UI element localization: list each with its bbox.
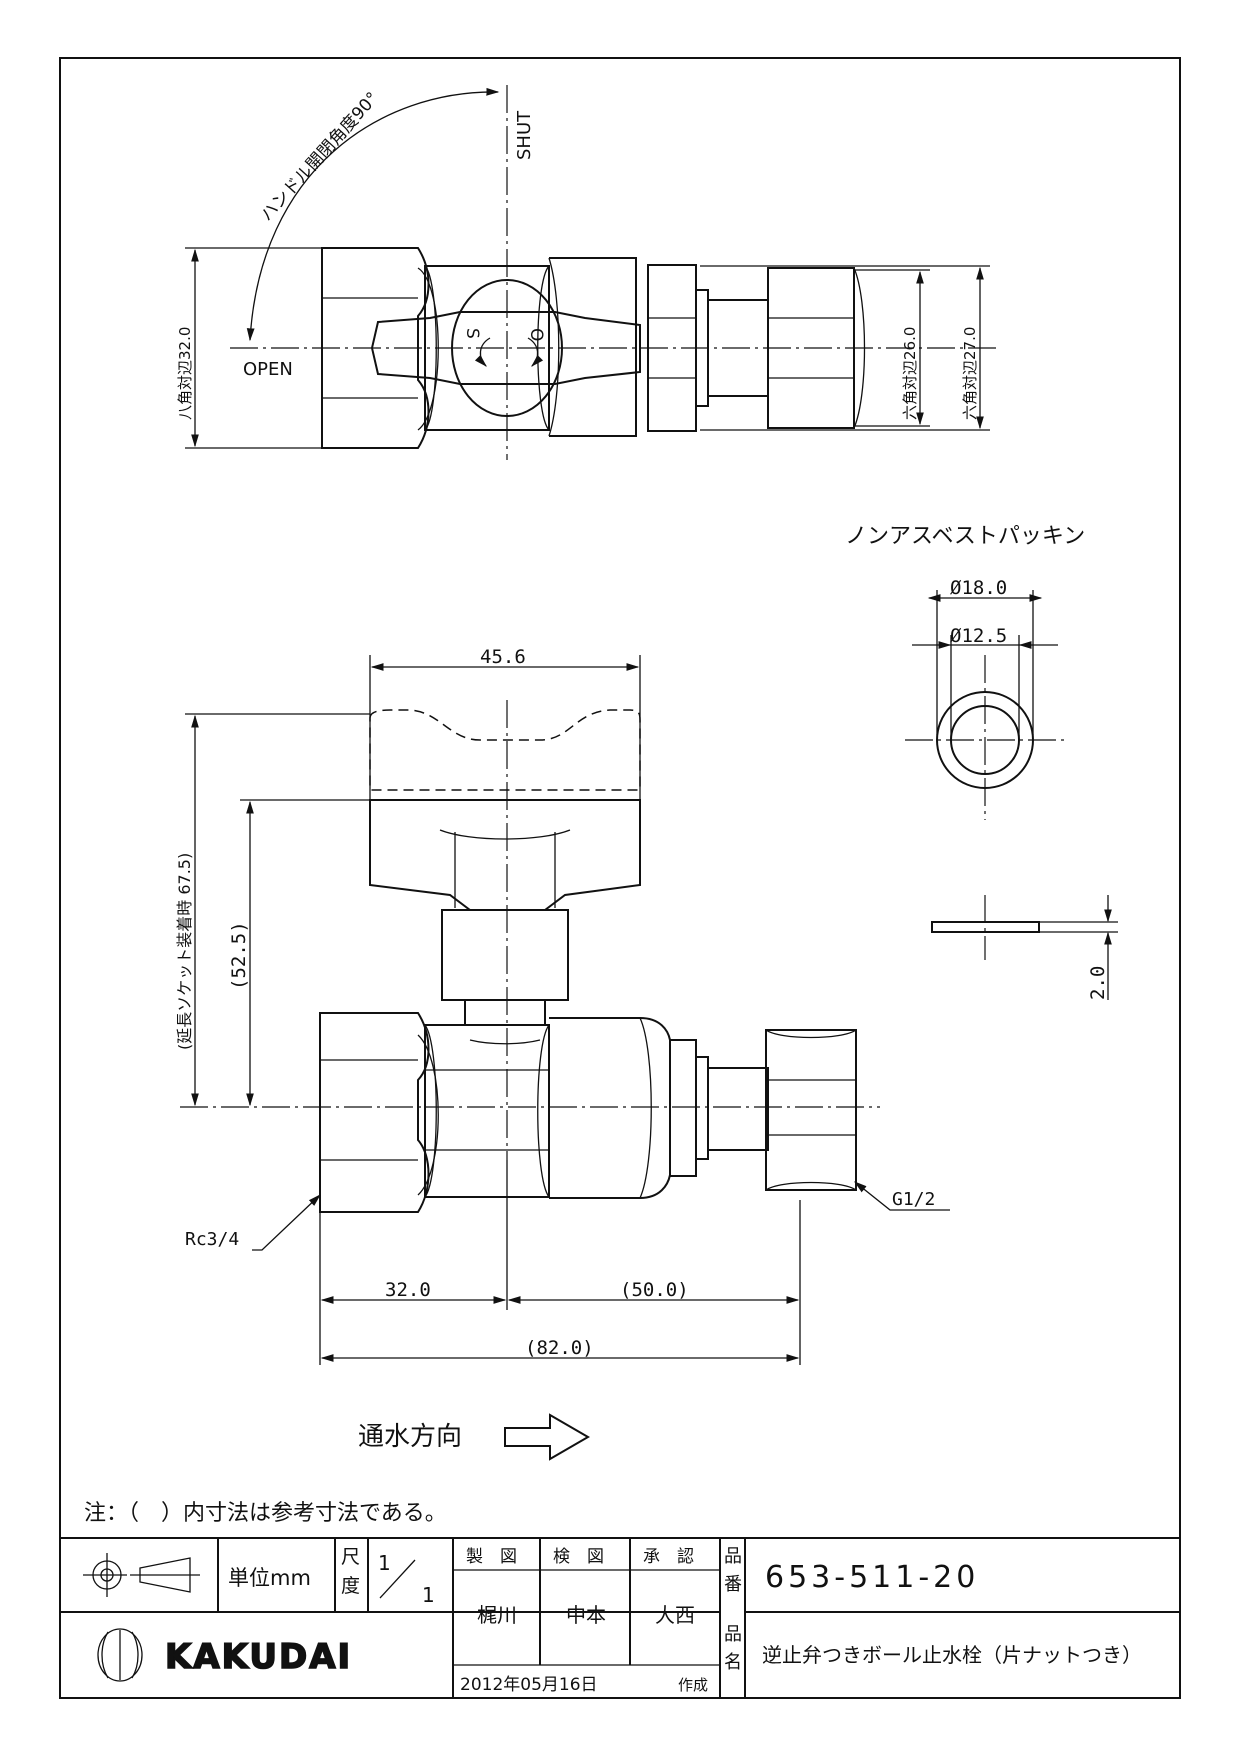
date-text: 2012年05月16日 <box>460 1675 598 1695</box>
product-name: 逆止弁つきボール止水栓（片ナットつき） <box>762 1643 1142 1667</box>
drawing-frame <box>59 57 1181 1699</box>
note-text: 注：（ ）内寸法は参考寸法である。 <box>84 1501 447 1526</box>
name-label-2: 名 <box>724 1652 742 1673</box>
height-ext-dim-text: (延長ソケット装着時 67.5) <box>175 853 194 1050</box>
flow-direction-label: 通水方向 <box>358 1422 462 1452</box>
valve-body-top <box>424 257 866 437</box>
part-number: 653-511-20 <box>765 1560 979 1595</box>
kakudai-logo-icon <box>97 1628 143 1682</box>
handle-lever <box>370 279 641 417</box>
checked-by: 中本 <box>566 1603 606 1627</box>
name-label-1: 品 <box>724 1624 742 1645</box>
scale-numerator: 1 <box>378 1551 391 1575</box>
handle-angle-arc <box>246 87 500 342</box>
outlet-nut <box>765 1029 857 1191</box>
flow-arrow-icon <box>504 1413 590 1461</box>
packing-drawing <box>905 590 1118 1000</box>
packing-outer-dia: Ø18.0 <box>950 577 1007 599</box>
approved-header: 承 認 <box>643 1547 694 1567</box>
inlet-nut <box>319 1012 439 1213</box>
top-view <box>185 85 1000 460</box>
third-angle-projection-icon <box>83 1553 200 1597</box>
dim-left-text: 32.0 <box>385 1279 431 1301</box>
approved-by: 大西 <box>655 1603 695 1627</box>
handle-front <box>369 799 641 911</box>
packing-title: ノンアスベストパッキン <box>845 524 1085 549</box>
height-dim-text: (52.5) <box>228 921 250 990</box>
scale-label-1: 尺 <box>341 1546 360 1568</box>
handle-o-label: O <box>526 328 546 341</box>
dim-total-text: (82.0) <box>525 1337 594 1359</box>
extension-socket-phantom <box>369 709 641 791</box>
valve-body-front <box>424 1024 550 1198</box>
date-suffix: 作成 <box>678 1676 708 1694</box>
part-no-label-2: 番 <box>724 1574 742 1595</box>
open-label: OPEN <box>243 359 293 380</box>
stem <box>441 909 569 1001</box>
checked-header: 検 図 <box>553 1547 604 1567</box>
hex-dim-text-2: 六角対辺27.0 <box>961 327 979 420</box>
octagon-dim-text: 八角対辺32.0 <box>176 327 194 420</box>
dim-right-text: (50.0) <box>620 1279 689 1301</box>
packing-thickness: 2.0 <box>1087 966 1109 1000</box>
scale-label-2: 度 <box>341 1575 360 1597</box>
title-block <box>60 1537 1180 1698</box>
brand-wordmark: KAKUDAI <box>165 1637 352 1677</box>
packing-inner-dia: Ø12.5 <box>950 625 1007 647</box>
front-view <box>180 655 950 1365</box>
drawn-by: 梶川 <box>477 1603 517 1627</box>
width-dim-text: 45.6 <box>480 646 526 668</box>
shut-label: SHUT <box>514 110 535 160</box>
part-no-label-1: 品 <box>724 1546 742 1567</box>
handle-angle-label: ハンドル開閉角度90° <box>257 88 383 225</box>
left-thread-label: Rc3/4 <box>185 1229 239 1250</box>
handle-s-label: S <box>462 328 482 339</box>
hex-dim-text-1: 六角対辺26.0 <box>901 327 919 420</box>
drawn-header: 製 図 <box>466 1547 517 1567</box>
unit-label: 単位mm <box>228 1566 311 1590</box>
scale-denominator: 1 <box>422 1583 435 1607</box>
right-thread-label: G1/2 <box>892 1189 935 1210</box>
